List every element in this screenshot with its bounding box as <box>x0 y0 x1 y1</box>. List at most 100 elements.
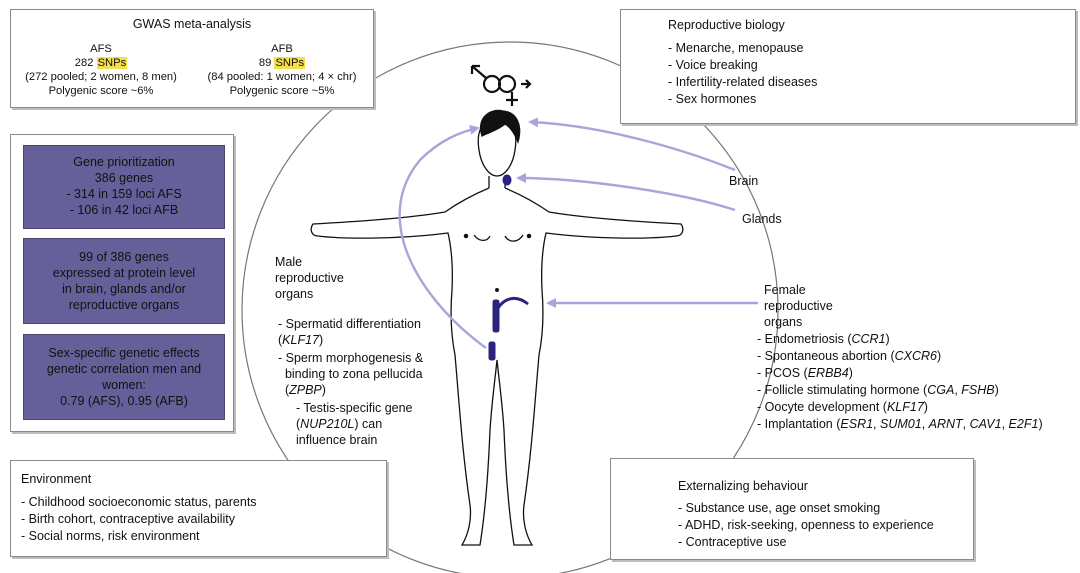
list-item: - Sperm morphogenesis & binding to zona … <box>278 351 424 397</box>
item-text: Spontaneous abortion <box>764 349 887 363</box>
list-item: - Spontaneous abortion (CXCR6) <box>757 349 942 363</box>
male-organs-list: - Spermatid differentiation (KLF17) - Sp… <box>278 316 453 448</box>
gene-name: NUP210L <box>300 417 355 431</box>
title-line: organs <box>275 287 314 301</box>
afs-label: AFS <box>90 43 112 55</box>
title-line: Female <box>764 283 806 297</box>
panel-line: Gene prioritization <box>73 155 175 169</box>
panel-line: 386 genes <box>94 171 154 185</box>
list-item: Substance use, age onset smoking <box>678 500 934 517</box>
panel-line: women: <box>102 378 146 392</box>
afb-label: AFB <box>271 43 293 55</box>
gene-name: KLF17 <box>282 333 320 347</box>
panel-line: - 314 in 159 loci AFS <box>66 187 182 201</box>
gene-name: FSHB <box>961 383 995 397</box>
brain-label: Brain <box>729 174 759 188</box>
environment-panel: Environment Childhood socioeconomic stat… <box>10 460 387 557</box>
afb-snps: 89 SNPs <box>191 56 373 70</box>
gene-name: CCR1 <box>851 332 886 346</box>
list-item: Infertility-related diseases <box>668 74 818 91</box>
male-organs-title: Male reproductive organs <box>275 254 344 302</box>
gene-name: CGA <box>927 383 955 397</box>
human-figure <box>310 109 684 546</box>
item-text: influence brain <box>296 433 378 447</box>
title-line: reproductive <box>764 299 833 313</box>
externalizing-title: Externalizing behaviour <box>678 479 808 493</box>
gwas-panel: GWAS meta-analysis AFS 282 SNPs (272 poo… <box>10 9 374 108</box>
item-text: Spermatid differentiation <box>285 317 421 331</box>
list-item: Birth cohort, contraceptive availability <box>21 511 257 528</box>
glands-label: Glands <box>742 212 782 226</box>
glands-arrow <box>516 173 736 212</box>
gene-name: E2F1 <box>1008 417 1039 431</box>
title-line: organs <box>764 315 803 329</box>
gwas-afb: AFB 89 SNPs (84 pooled: 1 women; 4 × chr… <box>191 42 373 98</box>
list-item: Sex hormones <box>668 91 817 108</box>
item-text: Implantation <box>764 417 833 431</box>
list-item: - Endometriosis (CCR1) <box>757 332 890 346</box>
gene-name: ARNT <box>928 417 963 431</box>
afs-snp-label: SNPs <box>96 57 128 69</box>
list-item: - Oocyte development (KLF17) <box>757 400 928 414</box>
female-organs-list: - Endometriosis (CCR1) - Spontaneous abo… <box>757 331 1043 433</box>
list-item: Contraceptive use <box>678 534 934 551</box>
list-item: ADHD, risk-seeking, openness to experien… <box>678 517 934 534</box>
panel-line: 99 of 386 genes <box>79 250 169 264</box>
male-to-brain-arrow <box>398 124 487 349</box>
afb-snp-count: 89 <box>258 57 272 69</box>
panel-line: reproductive organs <box>68 298 180 312</box>
gene-name: SUM01 <box>880 417 922 431</box>
central-circle <box>241 41 779 573</box>
item-text: Endometriosis <box>764 332 844 346</box>
list-item: Social norms, risk environment <box>21 528 257 545</box>
female-organs-title: Female reproductive organs <box>764 282 833 330</box>
list-item: - Follicle stimulating hormone (CGA, FSH… <box>757 383 999 397</box>
item-text: PCOS <box>764 366 801 380</box>
list-item: Childhood socioeconomic status, parents <box>21 494 257 511</box>
afs-detail: (272 pooled; 2 women, 8 men) <box>25 71 177 83</box>
afs-score: Polygenic score ~6% <box>48 85 154 97</box>
gene-name: KLF17 <box>886 400 924 414</box>
afb-snp-label: SNPs <box>274 57 306 69</box>
afb-detail: (84 pooled: 1 women; 4 × chr) <box>207 71 357 83</box>
reproductive-biology-title: Reproductive biology <box>668 18 785 32</box>
afb-score: Polygenic score ~5% <box>229 85 335 97</box>
gwas-title: GWAS meta-analysis <box>132 17 252 31</box>
list-item: Voice breaking <box>668 57 817 74</box>
protein-expression-panel: 99 of 386 genes expressed at protein lev… <box>23 238 225 324</box>
title-line: reproductive <box>275 271 344 285</box>
panel-line: in brain, glands and/or <box>62 282 186 296</box>
environment-title: Environment <box>21 472 92 486</box>
sex-specific-panel: Sex-specific genetic effects genetic cor… <box>23 334 225 420</box>
list-item: - Spermatid differentiation (KLF17) <box>278 317 421 347</box>
reproductive-biology-list: Menarche, menopause Voice breaking Infer… <box>668 40 818 108</box>
gene-name: ERBB4 <box>807 366 849 380</box>
panel-line: genetic correlation men and <box>46 362 202 376</box>
gender-symbol-icon <box>470 64 532 106</box>
gene-name: ESR1 <box>840 417 874 431</box>
item-text: Testis-specific gene <box>303 401 413 415</box>
organ-marks <box>488 174 529 361</box>
gene-name: ZPBP <box>289 383 322 397</box>
externalizing-list: Substance use, age onset smoking ADHD, r… <box>678 500 934 551</box>
item-text: binding to zona pellucida <box>284 367 423 381</box>
title-line: Male <box>275 255 303 269</box>
list-item: - Testis-specific gene (NUP210L) can inf… <box>296 401 413 447</box>
panel-line: 0.79 (AFS), 0.95 (AFB) <box>60 394 188 408</box>
panel-line: - 106 in 42 loci AFB <box>69 203 179 217</box>
gene-name: CXCR6 <box>894 349 937 363</box>
item-text: Sperm morphogenesis & <box>285 351 424 365</box>
gene-prioritization-panel: Gene prioritization 386 genes - 314 in 1… <box>23 145 225 229</box>
panel-line: Sex-specific genetic effects <box>48 346 200 360</box>
list-item: - Implantation (ESR1, SUM01, ARNT, CAV1,… <box>757 417 1043 431</box>
environment-list: Childhood socioeconomic status, parents … <box>21 494 257 545</box>
item-text: Follicle stimulating hormone <box>764 383 920 397</box>
afs-snps: 282 SNPs <box>11 56 191 70</box>
item-text: ) can <box>354 417 383 431</box>
gwas-afs: AFS 282 SNPs (272 pooled; 2 women, 8 men… <box>11 42 191 98</box>
list-item: - PCOS (ERBB4) <box>757 366 853 380</box>
reproductive-biology-panel: Reproductive biology Menarche, menopause… <box>620 9 1076 124</box>
item-text: Oocyte development <box>764 400 880 414</box>
externalizing-panel: Externalizing behaviour Substance use, a… <box>610 458 974 560</box>
